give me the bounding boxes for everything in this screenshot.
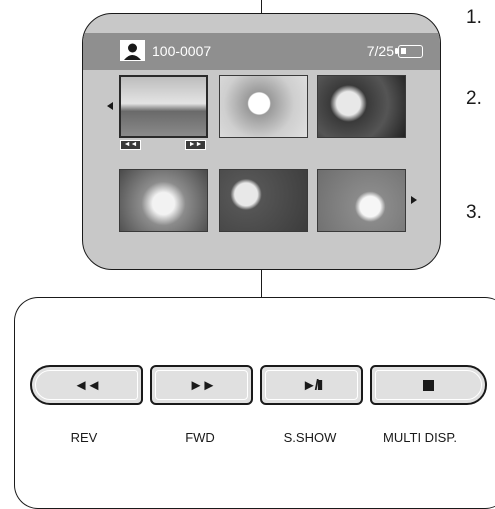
- connector-line-top: [261, 0, 262, 14]
- battery-icon: [395, 45, 423, 58]
- folder-number: 100-0007: [152, 43, 212, 59]
- lcd-screen: 100-0007 7/25 ◄◄ ►►: [82, 13, 441, 270]
- thumbnail-white-flower[interactable]: [317, 169, 406, 232]
- play-pause-icon: ►/II: [301, 376, 323, 394]
- arrow-left-icon[interactable]: [107, 102, 113, 110]
- step-number-1: 1.: [466, 7, 482, 28]
- fwd-label: FWD: [185, 430, 215, 445]
- thumbnail-soccer-player[interactable]: [219, 75, 308, 138]
- step-number-3: 3.: [466, 202, 482, 223]
- thumbnail-cosmos-flowers[interactable]: [219, 169, 308, 232]
- user-icon: [120, 40, 145, 61]
- slideshow-label: S.SHOW: [283, 430, 337, 445]
- mini-fast-forward-icon: ►►: [185, 140, 206, 150]
- rev-button[interactable]: ◄◄: [30, 365, 143, 405]
- rewind-icon: ◄◄: [73, 376, 102, 394]
- thumbnail-lake-landscape[interactable]: [119, 75, 208, 138]
- fast-forward-icon: ►►: [188, 376, 217, 394]
- rev-label: REV: [70, 430, 98, 445]
- multi-disp-button[interactable]: [370, 365, 487, 405]
- mini-rewind-icon: ◄◄: [120, 140, 141, 150]
- multi-disp-label: MULTI DISP.: [383, 430, 457, 445]
- thumbnail-dog[interactable]: [119, 169, 208, 232]
- connector-line-middle: [261, 270, 262, 297]
- thumbnail-mother-and-baby[interactable]: [317, 75, 406, 138]
- arrow-right-icon[interactable]: [411, 196, 417, 204]
- image-counter: 7/25: [366, 43, 394, 59]
- slideshow-button[interactable]: ►/II: [260, 365, 363, 405]
- stop-icon: [423, 379, 434, 391]
- fwd-button[interactable]: ►►: [150, 365, 253, 405]
- screen-header: 100-0007 7/25: [83, 33, 440, 70]
- step-number-2: 2.: [466, 88, 482, 109]
